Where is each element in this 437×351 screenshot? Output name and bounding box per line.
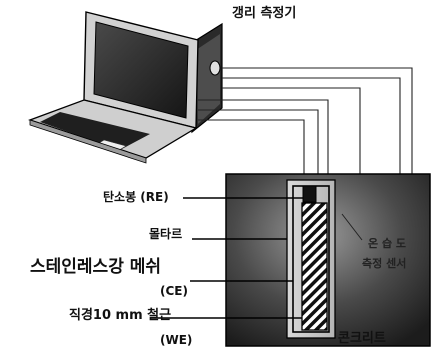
rebar-hatched: [301, 202, 328, 331]
lead-wire-1: [222, 67, 413, 222]
counter-electrode-code: (CE): [160, 284, 188, 298]
monitor-screen: [93, 21, 189, 119]
instrument-knob: [209, 60, 221, 76]
lead-wire-4: [198, 99, 329, 188]
keyboard-keys: [40, 112, 150, 150]
instrument-side-face: [196, 34, 220, 124]
working-electrode-code: (WE): [160, 333, 193, 347]
instrument-label: 갱리 측정기: [232, 6, 297, 21]
carbon-rod: [302, 185, 317, 203]
mortar-label: 몰타르: [149, 227, 183, 241]
counter-electrode-label: 스테인레스강 메쉬: [30, 257, 162, 277]
lead-wire-6: [198, 119, 305, 186]
sensor-label-line1: 온 습 도: [368, 237, 407, 250]
lead-wire-5: [198, 109, 319, 186]
sensor-leader: [341, 213, 363, 241]
sensor-label-line2: 측정 센서: [362, 257, 407, 270]
concrete-label: 콘크리트: [338, 331, 386, 346]
lead-wire-2: [222, 77, 401, 195]
reference-electrode-label: 탄소봉 (RE): [103, 190, 169, 204]
measuring-instrument: [28, 11, 223, 164]
keyboard-front-edge: [29, 119, 147, 164]
working-electrode-label: 직경10 mm 철근: [69, 308, 172, 323]
leader-lines: [150, 197, 303, 319]
